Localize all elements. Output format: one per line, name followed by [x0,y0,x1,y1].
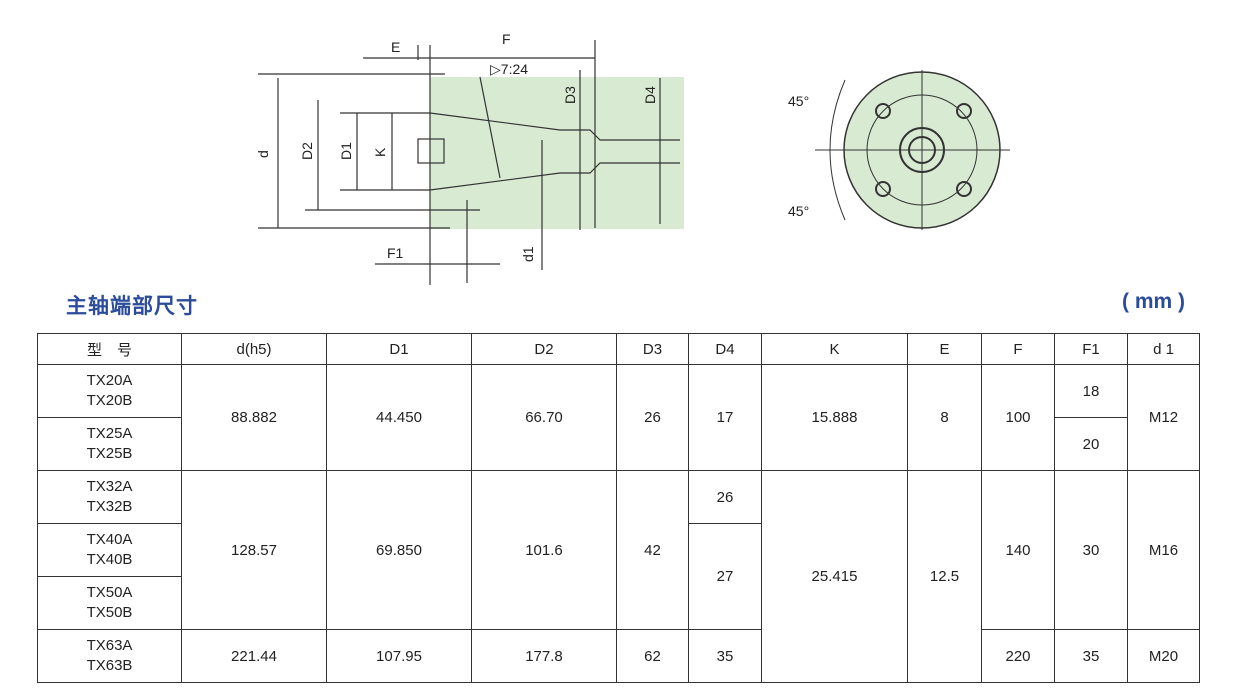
cell-D4: 27 [688,523,762,630]
cell-F1: 20 [1054,417,1128,471]
cell-F: 100 [981,364,1055,471]
spindle-end-view [815,70,1010,230]
header-row: 型 号 d(h5) D1 D2 D3 D4 K E F F1 d 1 [37,333,1200,365]
label-D2: D2 [299,142,315,160]
angle-top-label: 45° [788,93,809,109]
label-D4: D4 [642,86,658,104]
label-K: K [372,147,388,157]
section-fill [430,77,684,229]
cell-F: 140 [981,470,1055,630]
cell-d1: M12 [1127,364,1200,471]
cell-d: 221.44 [181,629,327,683]
cell-d: 88.882 [181,364,327,471]
header-cell: d(h5) [181,333,327,365]
cell-F: 220 [981,629,1055,683]
label-F: F [502,31,511,47]
header-cell: d 1 [1127,333,1200,365]
header-cell: D1 [326,333,472,365]
cell-D1: 69.850 [326,470,472,630]
cell-F1: 30 [1054,470,1128,630]
cell-D4: 35 [688,629,762,683]
section-title: 主轴端部尺寸 [66,295,198,318]
label-d1: d1 [520,246,536,262]
cell-D1: 44.450 [326,364,472,471]
cell-E: 12.5 [907,470,982,683]
header-cell: F1 [1054,333,1128,365]
cell-E: 8 [907,364,982,471]
cell-D4: 26 [688,470,762,524]
label-F1: F1 [387,245,404,261]
cell-d: 128.57 [181,470,327,630]
cell-F1: 18 [1054,364,1128,418]
header-cell: E [907,333,982,365]
label-taper: ▷7:24 [490,61,528,77]
header-cell: D3 [616,333,689,365]
cell-D4: 17 [688,364,762,471]
header-cell: F [981,333,1055,365]
cell-D3: 42 [616,470,689,630]
drawing-lines [258,40,680,285]
cell-D2: 66.70 [471,364,617,471]
cell-D1: 107.95 [326,629,472,683]
spindle-dimensions-table: 型 号 d(h5) D1 D2 D3 D4 K E F F1 d 1 TX20A… [37,333,1200,683]
label-E: E [391,39,400,55]
label-D3: D3 [562,86,578,104]
unit-label: ( mm ) [1122,290,1185,313]
header-cell: D2 [471,333,617,365]
cell-F1: 35 [1054,629,1128,683]
header-cell: 型 号 [37,333,182,365]
spindle-section-diagram: E F ▷7:24 d D2 D1 K D3 D4 F1 d1 45° 45° [255,31,1010,285]
cell-K: 15.888 [761,364,908,471]
header-cell: K [761,333,908,365]
angle-bottom-label: 45° [788,203,809,219]
cell-D2: 101.6 [471,470,617,630]
cell-d1: M16 [1127,470,1200,630]
cell-D3: 26 [616,364,689,471]
cell-K: 25.415 [761,470,908,683]
header-cell: D4 [688,333,762,365]
cell-d1: M20 [1127,629,1200,683]
cell-D3: 62 [616,629,689,683]
cell-D2: 177.8 [471,629,617,683]
label-D1: D1 [338,142,354,160]
label-d: d [255,150,271,158]
